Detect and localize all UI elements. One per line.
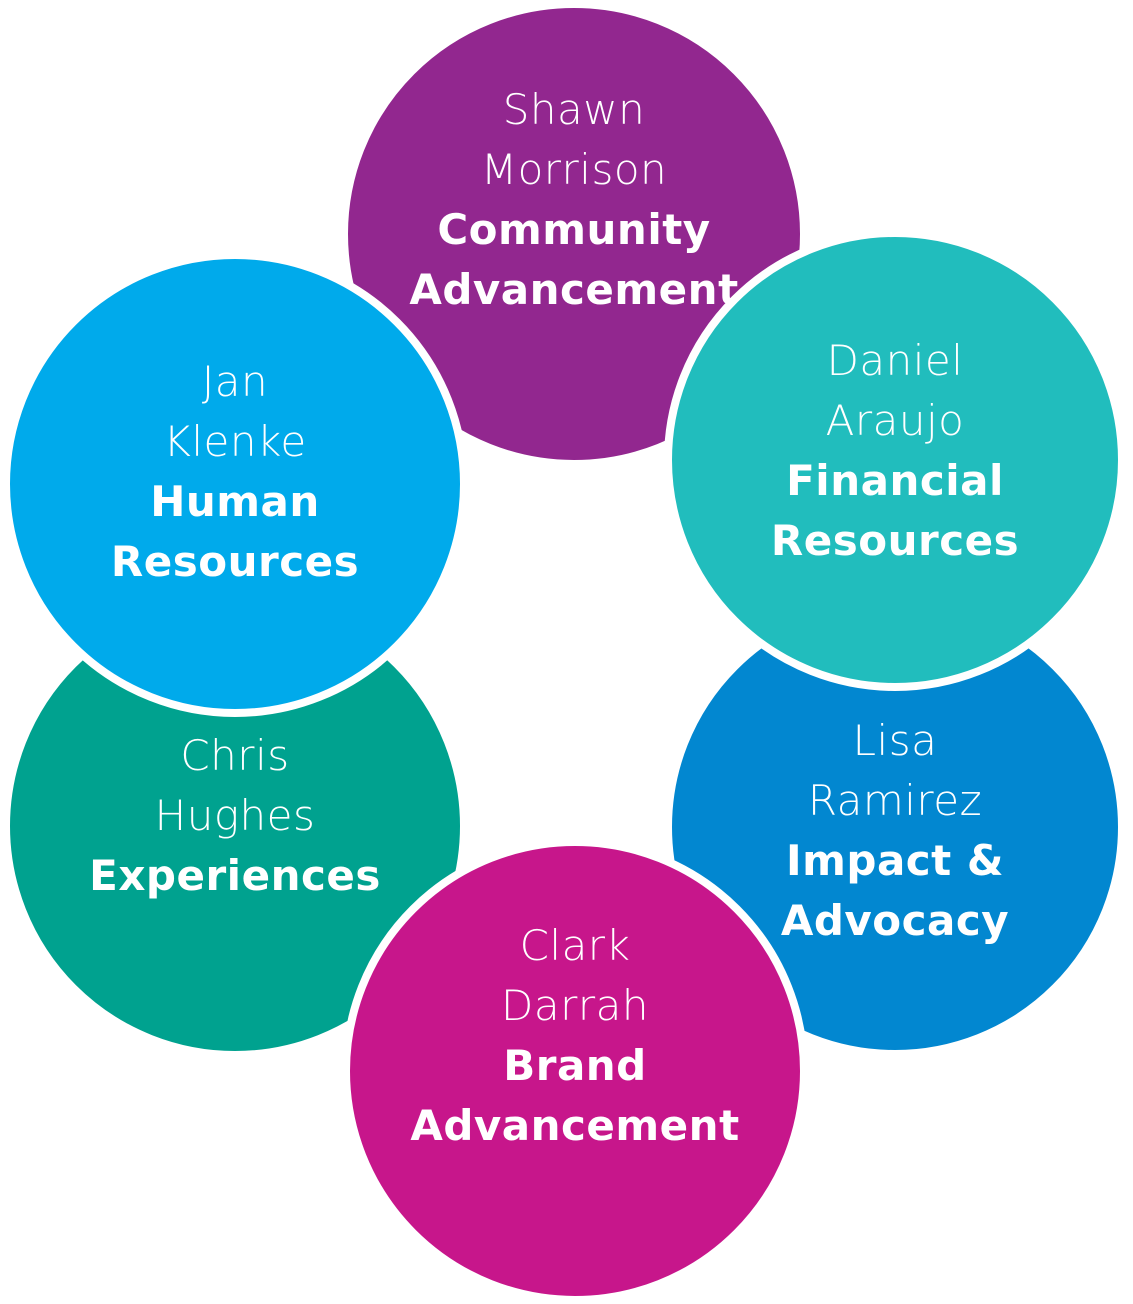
person-first-name: Lisa bbox=[852, 716, 938, 765]
person-first-name: Shawn bbox=[502, 85, 646, 134]
circle-financial-resources: Daniel Araujo Financial Resources bbox=[664, 229, 1126, 691]
person-first-name: Daniel bbox=[826, 336, 964, 385]
person-last-name: Klenke bbox=[163, 417, 307, 466]
person-first-name: Chris bbox=[180, 731, 290, 780]
person-last-name: Hughes bbox=[154, 791, 316, 840]
circle-human-resources: Jan Klenke Human Resources bbox=[2, 251, 468, 717]
person-first-name: Clark bbox=[519, 921, 631, 970]
circle-brand-advancement: Clark Darrah Brand Advancement bbox=[342, 838, 808, 1304]
department-label-line1: Financial bbox=[786, 456, 1004, 505]
person-last-name: Morrison bbox=[480, 145, 668, 194]
department-label-line1: Human bbox=[150, 477, 320, 526]
department-label-line1: Community bbox=[437, 205, 711, 254]
person-last-name: Darrah bbox=[501, 981, 649, 1030]
department-label: Experiences bbox=[89, 851, 381, 900]
person-first-name: Jan bbox=[201, 357, 269, 406]
department-label-line2: Resources bbox=[110, 537, 360, 586]
department-label-line1: Impact & bbox=[785, 836, 1005, 885]
department-label-line2: Advancement bbox=[409, 265, 739, 314]
department-label-line1: Brand bbox=[503, 1041, 647, 1090]
department-label-line2: Advancement bbox=[410, 1101, 740, 1150]
department-label-line2: Advocacy bbox=[780, 896, 1010, 945]
person-last-name: Ramirez bbox=[807, 776, 983, 825]
department-label-line2: Resources bbox=[770, 516, 1020, 565]
person-last-name: Araujo bbox=[825, 396, 965, 445]
